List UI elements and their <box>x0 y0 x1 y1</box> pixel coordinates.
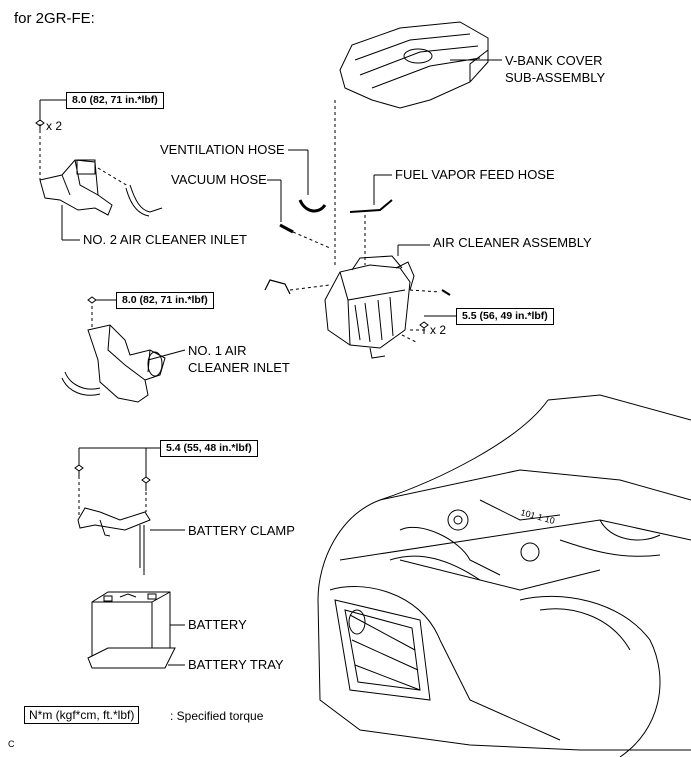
v-bank-cover-drawing <box>339 21 489 109</box>
torque-no1-inlet: 8.0 (82, 71 in.*lbf) <box>116 292 214 309</box>
corner-code: C <box>8 739 15 749</box>
torque-no2-inlet: 8.0 (82, 71 in.*lbf) <box>66 92 164 109</box>
legend-unit-box: N*m (kgf*cm, ft.*lbf) <box>24 706 140 724</box>
label-ventilation-hose: VENTILATION HOSE <box>160 142 285 157</box>
label-no2-air-cleaner-inlet: NO. 2 AIR CLEANER INLET <box>83 232 247 247</box>
battery-clamp-drawing <box>77 507 151 575</box>
label-battery-tray: BATTERY TRAY <box>188 657 284 672</box>
label-fuel-vapor-feed-hose: FUEL VAPOR FEED HOSE <box>395 167 555 182</box>
label-air-cleaner-assembly: AIR CLEANER ASSEMBLY <box>433 235 592 250</box>
label-no1-air-cleaner-inlet-line2: CLEANER INLET <box>188 360 290 375</box>
no1-air-cleaner-inlet-drawing <box>61 324 166 403</box>
label-no1-air-cleaner-inlet: NO. 1 AIR <box>188 343 247 358</box>
label-battery: BATTERY <box>188 617 247 632</box>
label-battery-clamp: BATTERY CLAMP <box>188 523 295 538</box>
ventilation-hose-drawing <box>298 199 327 213</box>
battery-tray-drawing <box>87 647 176 669</box>
label-v-bank-cover: V-BANK COVER <box>505 53 603 68</box>
legend-description: : Specified torque <box>170 709 264 723</box>
quantity-air-cleaner-bolts: x 2 <box>430 323 447 337</box>
torque-battery-clamp: 5.4 (55, 48 in.*lbf) <box>160 440 258 457</box>
fuel-vapor-feed-hose-drawing <box>349 199 393 213</box>
no2-air-cleaner-inlet-drawing <box>39 159 163 217</box>
quantity-no2-inlet-bolts: x 2 <box>46 119 63 133</box>
label-vacuum-hose: VACUUM HOSE <box>171 172 267 187</box>
vacuum-hose-drawing <box>279 223 294 234</box>
label-v-bank-cover-line2: SUB-ASSEMBLY <box>505 70 606 85</box>
svg-text:101 1 10: 101 1 10 <box>519 507 555 526</box>
vehicle-engine-bay-drawing <box>317 394 691 757</box>
page-title: for 2GR-FE: <box>14 10 95 27</box>
air-cleaner-assembly-drawing <box>324 255 415 359</box>
torque-air-cleaner: 5.5 (56, 49 in.*lbf) <box>456 308 554 325</box>
